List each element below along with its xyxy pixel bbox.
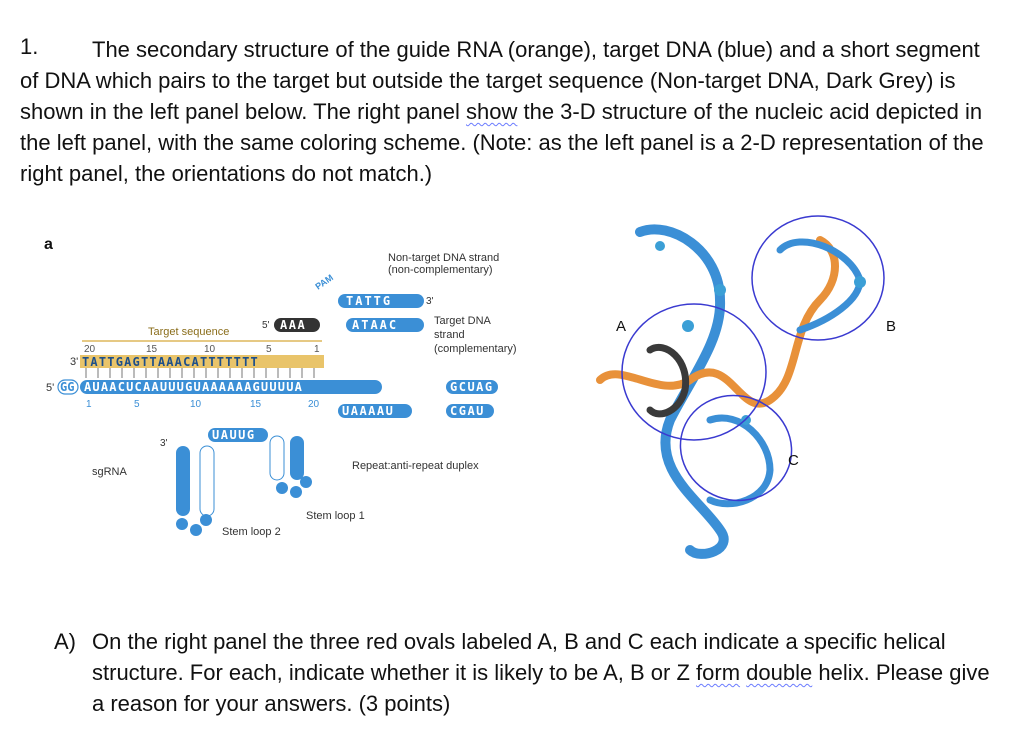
- mid-sequence: AAA: [280, 318, 306, 332]
- rna-strand-3d: [596, 236, 839, 408]
- loop-top-sequence: UAUUG: [212, 428, 256, 442]
- top-sequence: TATTG: [346, 294, 392, 308]
- oval-label-c: C: [788, 452, 799, 469]
- dna-strand-3d: [635, 224, 729, 559]
- oval-c: [679, 394, 793, 502]
- oval-b: [751, 215, 885, 341]
- panel-letter: a: [44, 236, 53, 253]
- phosphate-sphere: [854, 276, 866, 288]
- sub-question: A) On the right panel the three red oval…: [54, 626, 994, 719]
- rna-pos-1: 1: [86, 399, 92, 410]
- pam-label: PAM: [313, 272, 335, 291]
- base-pair-ticks: [85, 368, 315, 378]
- non-target-label: Non-target DNA strand(non-complementary): [388, 252, 500, 276]
- under-row-highlight: [338, 404, 412, 418]
- stem-loop-1: UAUUG: [208, 428, 312, 498]
- helix-c-strand: [706, 414, 774, 508]
- rna-right-sequence: GCUAG: [450, 380, 494, 394]
- oval-label-a: A: [616, 318, 627, 335]
- rna-pos-10: 10: [190, 399, 202, 410]
- mid-five-prime: 5': [262, 320, 270, 331]
- rna-five-prime: 5': [46, 382, 54, 394]
- rna-gg-cap: [57, 379, 79, 395]
- pos-10: 10: [204, 344, 216, 355]
- pos-15: 15: [146, 344, 158, 355]
- stem-loop-2: 3': [160, 438, 215, 536]
- top-strand-highlight: [338, 294, 424, 308]
- rna-pos-5: 5: [134, 399, 140, 410]
- stem-loop-2-label: Stem loop 2: [222, 526, 281, 538]
- mid-strand-highlight: [274, 318, 320, 332]
- phosphate-sphere: [714, 284, 726, 296]
- pos-1: 1: [314, 344, 320, 355]
- rna-sequence: AUAACUCAAUUUGUAAAAAAGUUUUA: [84, 380, 303, 394]
- phosphate-sphere: [655, 241, 665, 251]
- pos-5: 5: [266, 344, 272, 355]
- dna-sequence: TATTGAGTTAAACATTTTTTT: [82, 355, 259, 369]
- sgrna-three-prime: 3': [160, 438, 168, 449]
- target-sequence-label: Target sequence: [148, 326, 230, 338]
- rna-gg: GG: [60, 380, 74, 394]
- oval-a: [621, 303, 767, 441]
- dna-three-prime: 3': [70, 356, 78, 368]
- rna-pos-20: 20: [308, 399, 320, 410]
- oval-label-b: B: [886, 318, 897, 335]
- repeat-label: Repeat:anti-repeat duplex: [352, 460, 479, 472]
- target-strand-highlight: [346, 318, 424, 332]
- stem-loop-1-label: Stem loop 1: [306, 510, 365, 522]
- pos-20: 20: [84, 344, 96, 355]
- target-sequence: ATAAC: [352, 318, 398, 332]
- question-text: The secondary structure of the guide RNA…: [20, 37, 984, 186]
- phosphate-sphere: [682, 320, 694, 332]
- rna-pos-15: 15: [250, 399, 262, 410]
- dna-row-highlight: [80, 355, 324, 368]
- helix-b-strand: [776, 238, 864, 334]
- non-target-strand-3d: [646, 344, 690, 418]
- under-sequence: UAAAAU: [342, 404, 394, 418]
- rna-row-highlight: [80, 380, 382, 394]
- phosphate-sphere: [741, 415, 751, 425]
- sub-question-label: A): [54, 629, 76, 654]
- top-three-prime: 3': [426, 296, 434, 307]
- question-number: 1.: [20, 34, 39, 59]
- under-right-highlight: [446, 404, 494, 418]
- under-right-sequence: CGAU: [450, 404, 485, 418]
- sub-question-text: On the right panel the three red ovals l…: [92, 629, 990, 716]
- rna-right-highlight: [446, 380, 498, 394]
- sgrna-label: sgRNA: [92, 466, 127, 478]
